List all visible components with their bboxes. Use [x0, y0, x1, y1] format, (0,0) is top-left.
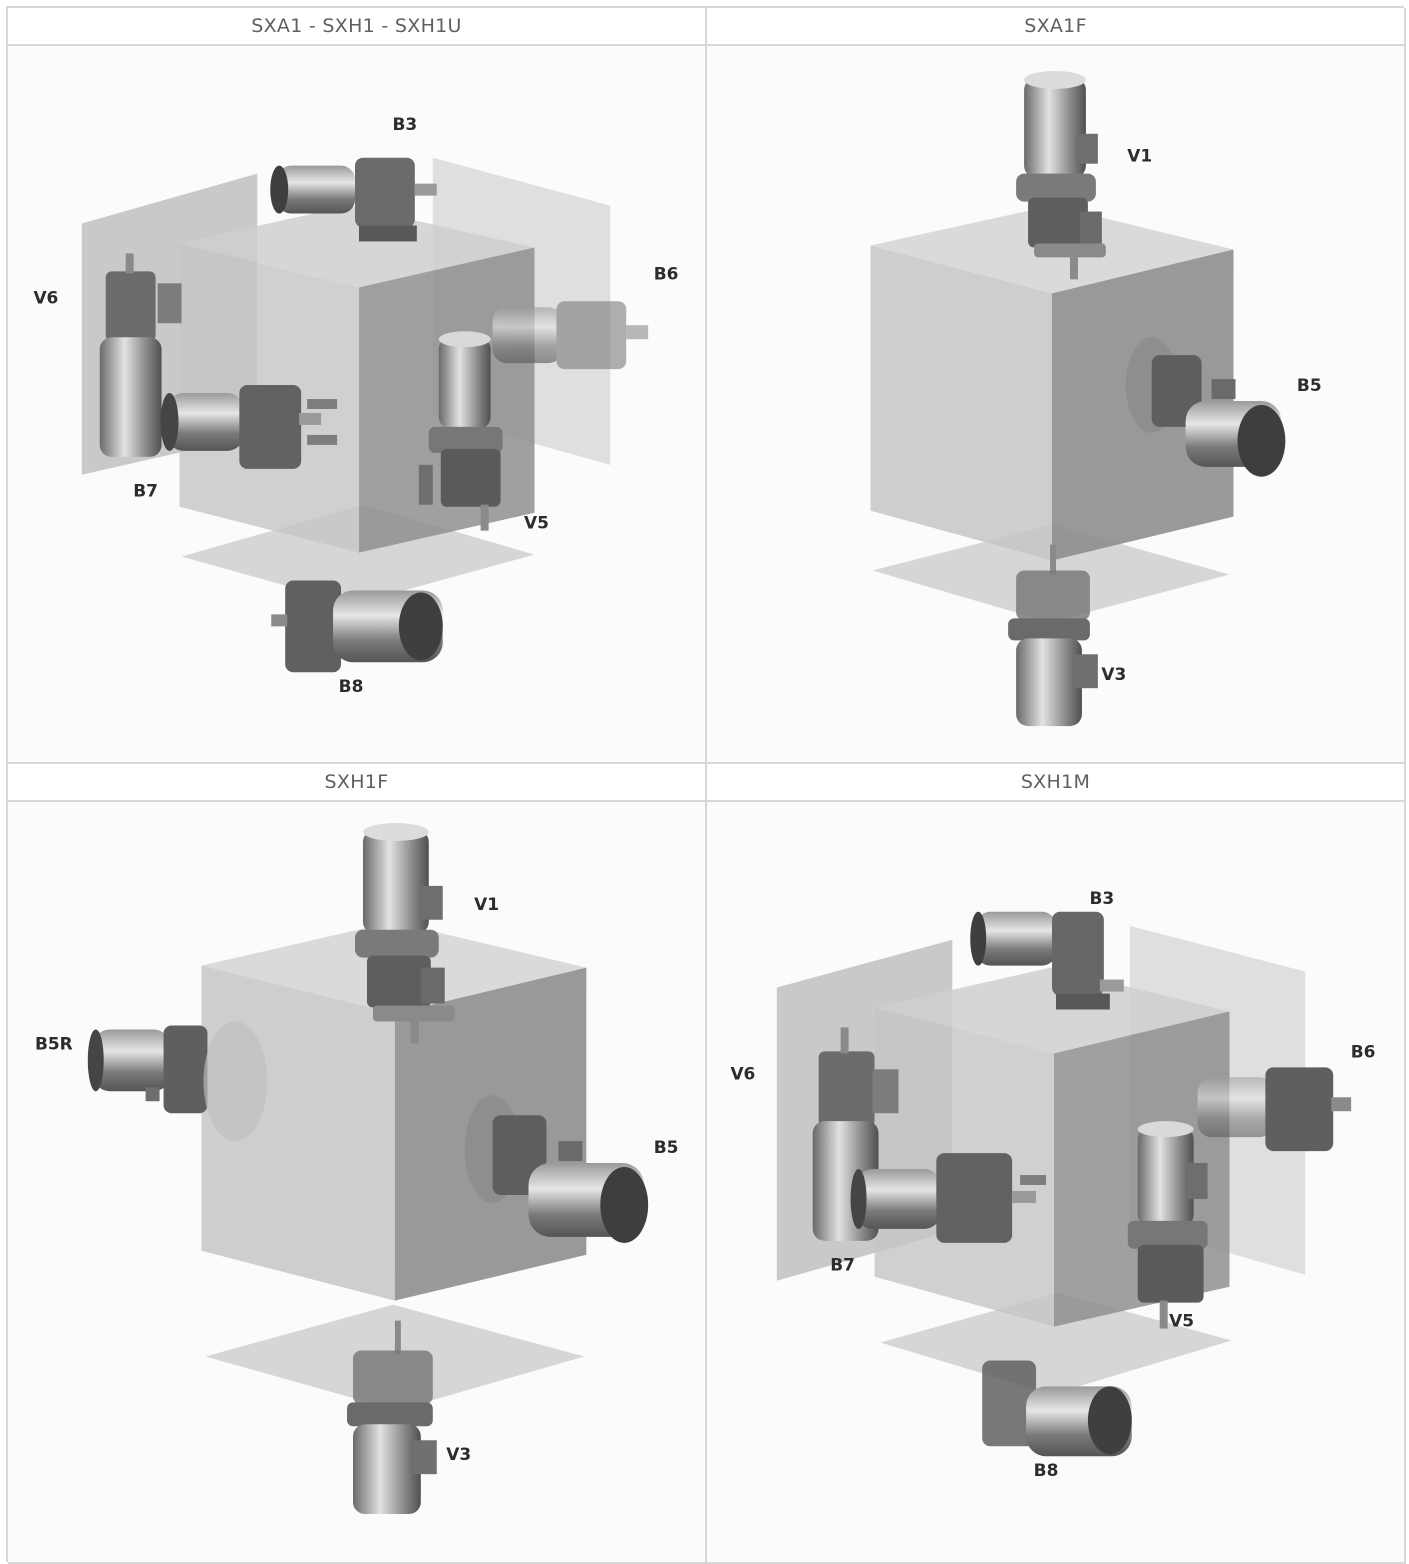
- label-v1: V1: [474, 894, 499, 914]
- diagram-sxa1: B3 B6 V6 B7 V5 B8: [8, 46, 707, 764]
- gearmotor-b8: [271, 580, 443, 673]
- label-b5: B5: [1297, 375, 1322, 395]
- panel-title-sxa1: SXA1 - SXH1 - SXH1U: [8, 8, 707, 46]
- gearmotor-b5: [1125, 337, 1286, 477]
- gearmotor-b3: [970, 911, 1124, 1010]
- label-b3: B3: [393, 114, 418, 134]
- gearmotor-b3: [270, 157, 437, 242]
- gearmotor-v6: [99, 253, 182, 457]
- panel-title-sxh1m: SXH1M: [707, 764, 1406, 802]
- mounting-cube-diagram: B3 B6 V6 B7 V5 B8: [33, 114, 679, 696]
- gearmotor-v1: [1016, 70, 1106, 280]
- gearmotor-b5: [464, 1095, 649, 1243]
- mounting-positions-grid: SXA1 - SXH1 - SXH1U SXA1F: [6, 6, 1406, 1564]
- plane-bottom: [880, 1292, 1232, 1395]
- gearmotor-b7: [850, 1153, 1047, 1243]
- cube-top: [179, 205, 535, 288]
- diagram-sxa1f: V1 B5 V3: [707, 46, 1406, 764]
- label-b3: B3: [1090, 888, 1115, 908]
- label-v6: V6: [33, 287, 58, 307]
- gearmotor-b6: [1197, 1067, 1352, 1152]
- label-b6: B6: [654, 263, 679, 283]
- panel-title-sxh1f: SXH1F: [8, 764, 707, 802]
- label-v5: V5: [1169, 1311, 1194, 1331]
- label-v3: V3: [446, 1444, 471, 1464]
- label-b5: B5: [654, 1137, 679, 1157]
- diagram-sxh1m: B3 B6 V6 B7 V5 B8: [707, 802, 1406, 1564]
- mounting-cube-diagram: V1 B5 V3: [870, 70, 1322, 727]
- cube-front: [870, 245, 1053, 561]
- gearmotor-v3: [1008, 544, 1098, 727]
- panel-title-sxa1f: SXA1F: [707, 8, 1406, 46]
- gearmotor-v3: [347, 1320, 437, 1515]
- mounting-cube-diagram: B3 B6 V6 B7 V5 B8: [730, 888, 1376, 1480]
- label-v5: V5: [524, 513, 549, 533]
- mounting-cube-diagram: V1 B5R B5 V3: [35, 823, 679, 1515]
- label-v1: V1: [1127, 146, 1152, 166]
- gearmotor-b8: [982, 1360, 1132, 1457]
- gearmotor-v5: [418, 331, 503, 531]
- label-b6: B6: [1351, 1041, 1376, 1061]
- label-b8: B8: [339, 676, 364, 696]
- label-b7: B7: [830, 1255, 855, 1275]
- cube-top: [874, 967, 1230, 1054]
- gearmotor-b5r: [87, 1021, 268, 1142]
- gearmotor-b6: [492, 301, 649, 370]
- gearmotor-b7: [160, 385, 338, 469]
- label-v6: V6: [730, 1063, 755, 1083]
- label-b7: B7: [133, 481, 158, 501]
- label-b5r: B5R: [35, 1033, 73, 1053]
- diagram-sxh1f: V1 B5R B5 V3: [8, 802, 707, 1564]
- gearmotor-v1: [355, 823, 455, 1044]
- gearmotor-v5: [1127, 1121, 1208, 1329]
- label-b8: B8: [1034, 1460, 1059, 1480]
- label-v3: V3: [1101, 664, 1126, 684]
